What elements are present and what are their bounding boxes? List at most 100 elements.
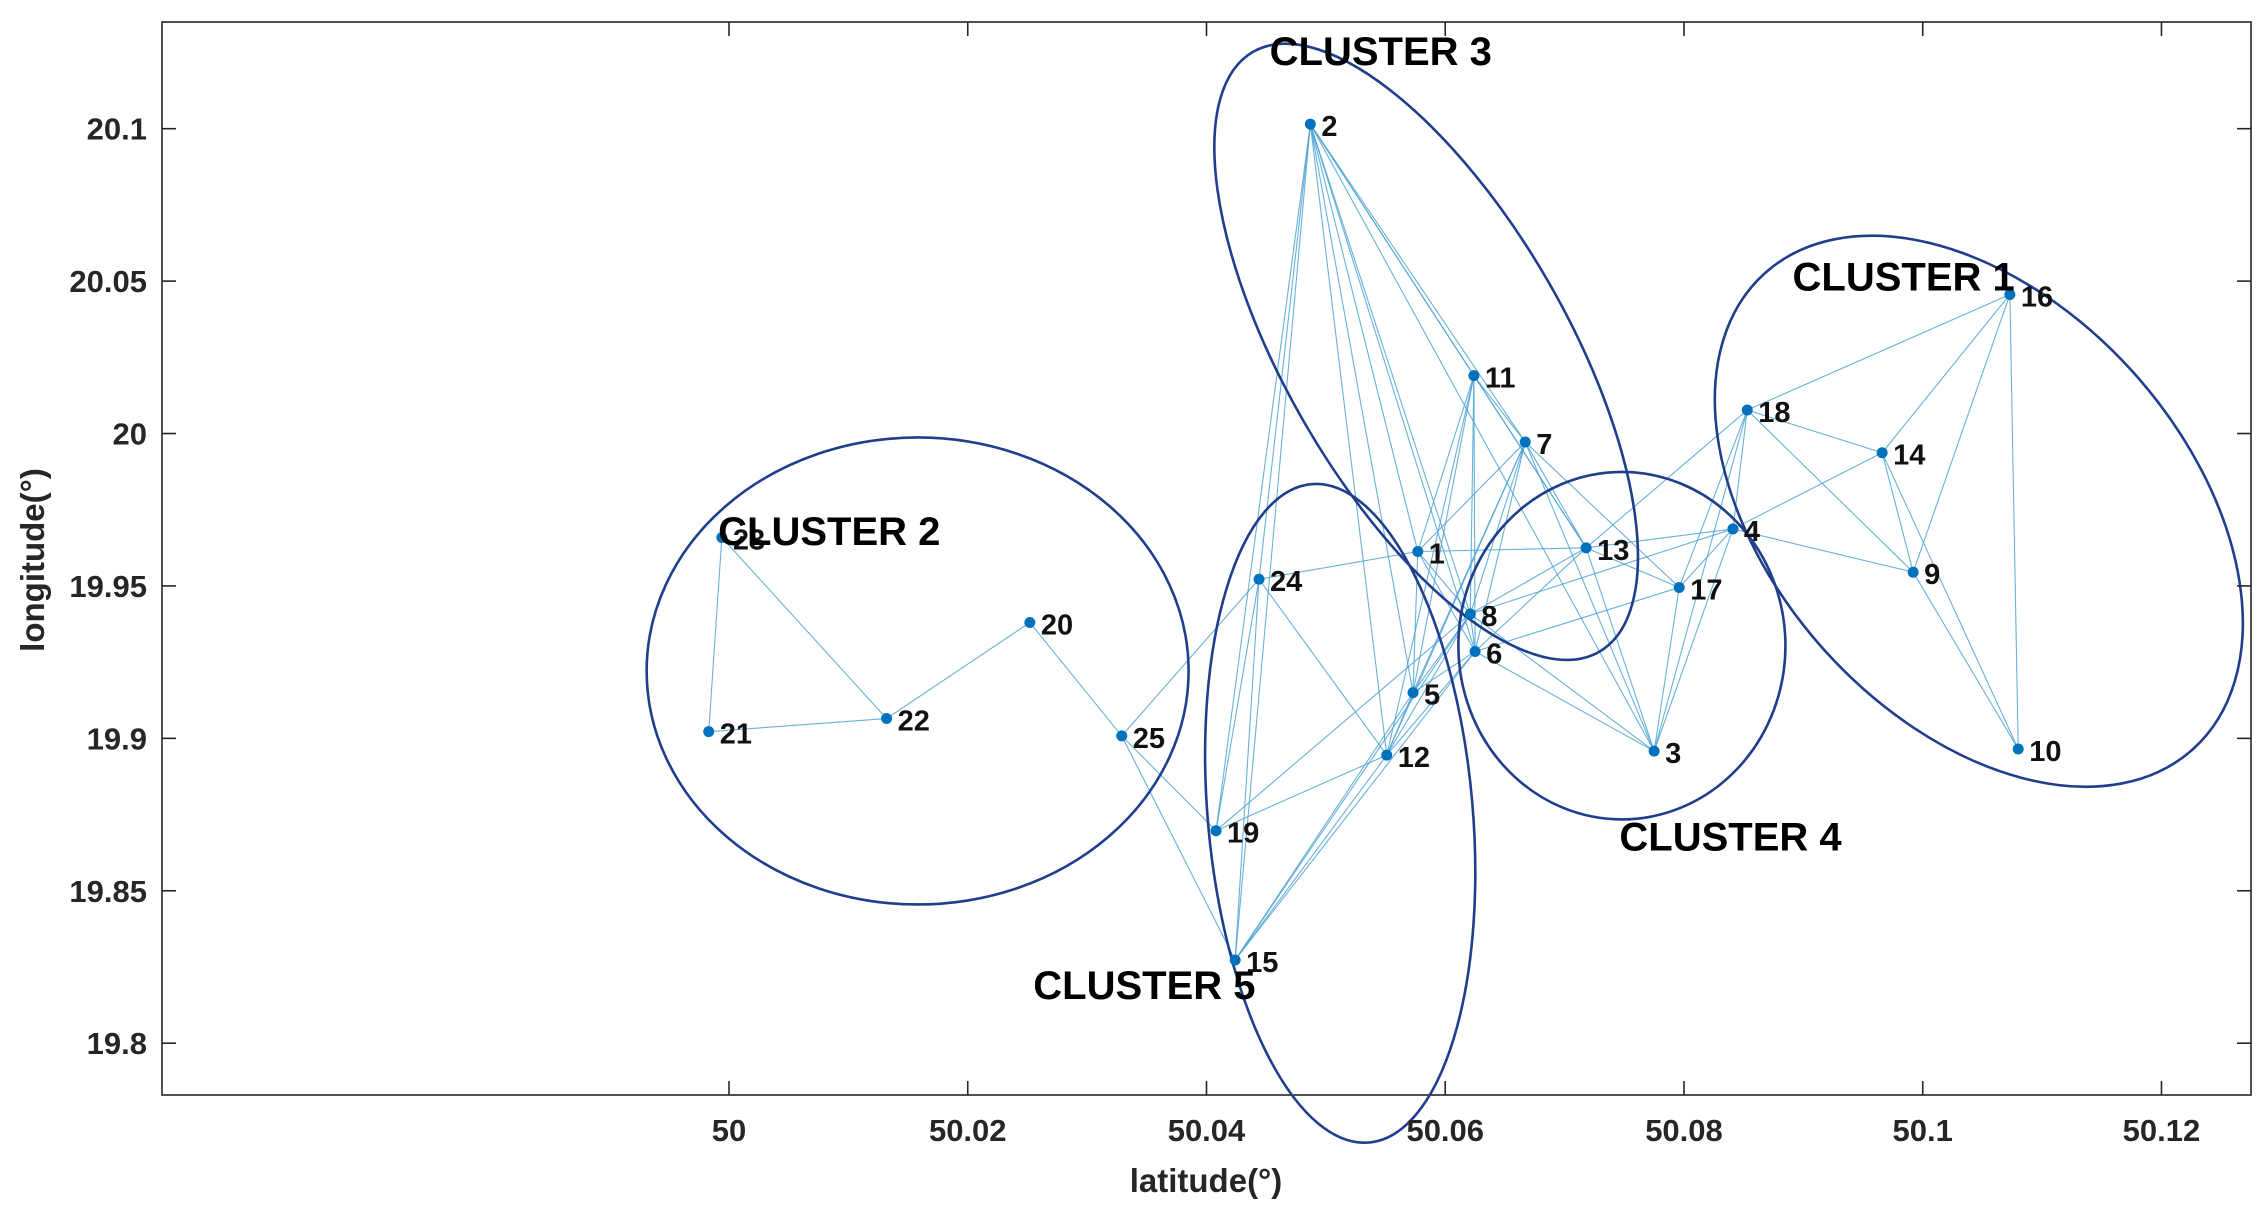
y-tick-label: 19.95 xyxy=(69,569,147,604)
point-label-10: 10 xyxy=(2029,736,2061,768)
point-label-11: 11 xyxy=(1485,363,1516,395)
edge-5-6 xyxy=(1412,651,1476,694)
edge-5-12 xyxy=(1386,692,1414,756)
edge-2-7 xyxy=(1309,123,1526,443)
edge-3-17 xyxy=(1653,587,1680,752)
edge-2-12 xyxy=(1309,124,1388,756)
edge-7-13 xyxy=(1524,441,1587,549)
edge-16-9 xyxy=(1912,294,2011,573)
edge-23-21 xyxy=(708,537,723,732)
y-tick-label: 19.85 xyxy=(69,874,147,909)
edge-23-22 xyxy=(721,537,887,719)
x-tick-label: 50.12 xyxy=(2123,1113,2201,1148)
point-19 xyxy=(1210,825,1222,837)
point-label-22: 22 xyxy=(898,706,930,738)
point-24 xyxy=(1253,573,1265,585)
point-21 xyxy=(703,726,715,738)
point-label-25: 25 xyxy=(1133,723,1165,755)
point-label-3: 3 xyxy=(1665,738,1681,770)
edge-22-20 xyxy=(886,622,1031,719)
edges-layer xyxy=(708,123,2019,961)
point-16 xyxy=(2004,289,2016,301)
edge-4-9 xyxy=(1732,528,1914,573)
y-tick-label: 19.8 xyxy=(87,1026,147,1061)
cluster-label-4: CLUSTER 4 xyxy=(1619,816,1842,860)
edge-5-8 xyxy=(1412,613,1471,693)
point-1 xyxy=(1412,545,1424,557)
point-14 xyxy=(1876,447,1888,459)
point-5 xyxy=(1407,687,1419,699)
cluster-3-ellipse xyxy=(1213,42,1640,662)
point-9 xyxy=(1907,566,1919,578)
point-8 xyxy=(1464,608,1476,620)
edge-8-12 xyxy=(1386,613,1471,756)
edge-11-12 xyxy=(1386,375,1475,756)
cluster-ellipses xyxy=(645,42,2245,1145)
edge-6-3 xyxy=(1474,650,1655,752)
point-label-19: 19 xyxy=(1227,818,1259,850)
edge-16-18 xyxy=(1747,294,2011,411)
x-tick-label: 50.02 xyxy=(929,1113,1007,1148)
point-label-15: 15 xyxy=(1246,947,1278,979)
point-11 xyxy=(1468,370,1480,382)
x-tick-label: 50.08 xyxy=(1645,1113,1723,1148)
point-label-13: 13 xyxy=(1597,535,1629,567)
edge-21-22 xyxy=(708,717,887,733)
edge-11-8 xyxy=(1469,375,1475,614)
point-label-24: 24 xyxy=(1270,566,1302,598)
edge-16-10 xyxy=(2009,294,2019,750)
edge-13-3 xyxy=(1585,547,1655,752)
point-23 xyxy=(716,531,728,543)
edge-24-25 xyxy=(1121,578,1260,737)
edge-2-3 xyxy=(1309,123,1655,752)
edge-25-19 xyxy=(1121,735,1217,832)
edge-7-12 xyxy=(1386,441,1526,756)
edge-14-9 xyxy=(1881,452,1914,573)
edge-15-2 xyxy=(1234,124,1311,961)
point-label-23: 23 xyxy=(733,524,765,556)
point-label-8: 8 xyxy=(1481,601,1497,633)
edge-13-4 xyxy=(1586,528,1733,549)
edge-19-2 xyxy=(1215,124,1311,831)
point-2 xyxy=(1304,118,1316,130)
edge-2-1 xyxy=(1309,123,1419,552)
y-tick-label: 20 xyxy=(113,417,147,452)
edge-2-24 xyxy=(1258,124,1311,580)
point-20 xyxy=(1024,617,1036,629)
cluster-4-ellipse xyxy=(1457,470,1787,821)
edge-1-13 xyxy=(1417,547,1587,553)
edge-6-17 xyxy=(1474,586,1680,652)
edge-15-6 xyxy=(1234,651,1476,961)
y-tick-label: 19.9 xyxy=(87,721,147,756)
edge-7-17 xyxy=(1524,441,1680,588)
edge-8-4 xyxy=(1470,528,1734,615)
point-10 xyxy=(2012,743,2024,755)
point-label-16: 16 xyxy=(2021,282,2053,314)
x-tick-label: 50.06 xyxy=(1406,1113,1484,1148)
cluster-label-2: CLUSTER 2 xyxy=(718,510,940,554)
edge-14-16 xyxy=(1881,294,2011,454)
point-25 xyxy=(1116,730,1128,742)
edge-9-10 xyxy=(1912,571,2019,750)
edge-3-4 xyxy=(1653,528,1734,752)
cluster-5-ellipse xyxy=(1203,482,1477,1145)
edge-15-12 xyxy=(1234,754,1388,961)
point-label-5: 5 xyxy=(1424,680,1440,712)
point-13 xyxy=(1580,542,1592,554)
edge-18-9 xyxy=(1746,409,1914,573)
x-tick-label: 50 xyxy=(712,1113,746,1148)
edge-18-14 xyxy=(1747,409,1883,454)
point-18 xyxy=(1741,404,1753,416)
point-label-2: 2 xyxy=(1321,111,1337,143)
edge-20-25 xyxy=(1029,622,1123,737)
edge-7-3 xyxy=(1524,441,1655,752)
point-22 xyxy=(881,713,893,725)
point-label-12: 12 xyxy=(1398,742,1430,774)
edge-8-3 xyxy=(1469,613,1655,752)
edge-19-8 xyxy=(1215,613,1471,832)
y-tick-label: 20.1 xyxy=(87,112,147,147)
point-label-21: 21 xyxy=(720,719,752,751)
